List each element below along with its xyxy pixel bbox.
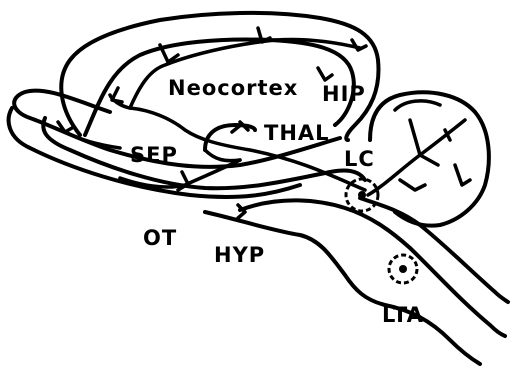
label-thal: THAL	[264, 121, 330, 145]
brainstem-upper-outline	[240, 200, 505, 336]
label-lc: LC	[344, 147, 375, 171]
label-hip: HIP	[322, 82, 366, 106]
thalamus-branch	[205, 150, 240, 161]
cerebellum-inner	[395, 101, 440, 110]
cerebellar-axon	[368, 120, 465, 195]
brainstem-ventral-outline	[360, 198, 508, 302]
label-ot: OT	[143, 226, 177, 250]
label-hyp: HYP	[214, 243, 265, 267]
label-neocortex: Neocortex	[168, 76, 298, 100]
label-lta: LTA	[382, 303, 424, 327]
brainstem-lower-outline	[205, 212, 480, 364]
label-sep: SEP	[130, 143, 178, 167]
